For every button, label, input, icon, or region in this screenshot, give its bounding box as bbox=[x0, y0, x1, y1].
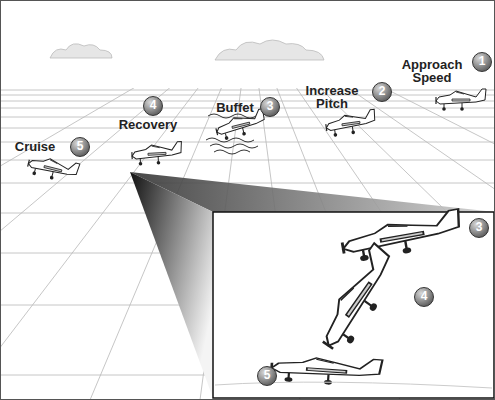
stage-marker: Increase Pitch 2 bbox=[300, 82, 394, 118]
stage-marker: Recovery 4 bbox=[112, 96, 184, 136]
stage-marker: 5 bbox=[257, 366, 277, 386]
callout-number: 2 bbox=[372, 82, 392, 102]
stage-label: Increase Pitch bbox=[300, 84, 364, 110]
inset-ground bbox=[215, 382, 492, 388]
callout-number: 4 bbox=[143, 96, 163, 116]
callout-number: 5 bbox=[70, 137, 90, 157]
callout-number: 1 bbox=[472, 52, 492, 72]
cloud bbox=[50, 40, 324, 60]
stage-marker: 3 bbox=[469, 218, 489, 238]
stage-label: Approach Speed bbox=[398, 58, 466, 84]
stage-label: Cruise bbox=[10, 140, 60, 153]
stage-marker: 4 bbox=[414, 287, 434, 307]
inset-projection bbox=[130, 172, 495, 398]
callout-number: 4 bbox=[414, 287, 434, 307]
airplane bbox=[26, 89, 486, 185]
stage-marker: Cruise 5 bbox=[10, 137, 92, 159]
stage-marker: Buffet3 bbox=[212, 97, 282, 119]
stage-label: Recovery bbox=[112, 118, 184, 131]
callout-number: 5 bbox=[257, 366, 277, 386]
callout-number: 3 bbox=[260, 97, 280, 117]
stage-marker: Approach Speed 1 bbox=[398, 50, 494, 90]
ground-grid bbox=[0, 88, 495, 400]
callout-number: 3 bbox=[469, 218, 489, 238]
buffet-lines bbox=[206, 114, 258, 154]
inset-airplane bbox=[271, 209, 464, 388]
stage-label: Buffet bbox=[212, 101, 258, 114]
